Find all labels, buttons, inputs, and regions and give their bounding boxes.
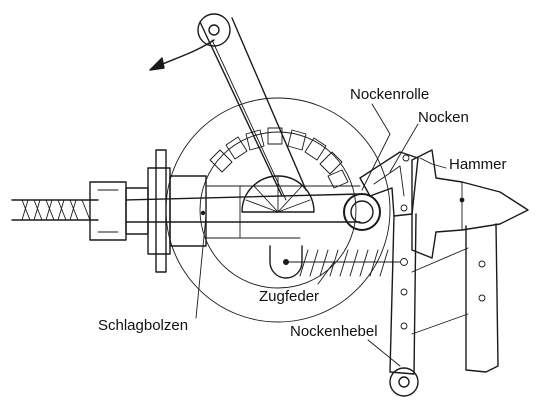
leader-schlagbolzen	[195, 215, 207, 319]
chuck-housing	[89, 149, 207, 273]
label-nockenrolle: Nockenrolle	[350, 86, 429, 103]
wheel-slots	[209, 127, 349, 189]
leader-hammer	[419, 157, 447, 169]
drill-bit	[11, 199, 99, 221]
label-nocken: Nocken	[418, 109, 469, 126]
nockenrolle	[343, 193, 381, 231]
label-zugfeder: Zugfeder	[259, 288, 319, 305]
nockenhebel	[389, 213, 419, 397]
crank-arm	[149, 13, 307, 201]
label-schlagbolzen: Schlagbolzen	[98, 317, 188, 334]
hammer-head	[411, 149, 529, 259]
leader-nockenhebel	[367, 339, 401, 367]
zugfeder-spring	[269, 245, 401, 279]
label-nockenhebel: Nockenhebel	[290, 323, 378, 340]
hammer-handle	[411, 223, 499, 373]
leader-zugfeder	[317, 261, 335, 285]
nocken	[359, 151, 419, 217]
leader-lines	[195, 103, 447, 367]
schlagbolzen-shaft	[125, 185, 361, 239]
label-hammer: Hammer	[449, 156, 507, 173]
leader-nockenrolle	[361, 103, 391, 191]
leader-nocken	[389, 123, 419, 173]
